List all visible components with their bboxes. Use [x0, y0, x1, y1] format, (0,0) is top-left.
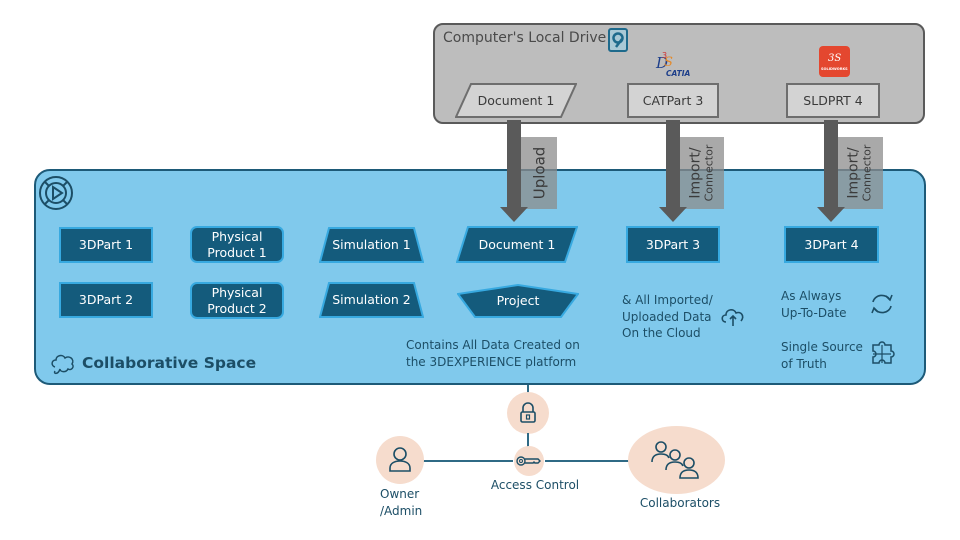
owner-admin-label: Owner /Admin	[372, 486, 440, 520]
hard-drive-icon	[608, 28, 628, 52]
item-label: 3DPart 4	[804, 236, 859, 252]
item-label-line2: Product 1	[207, 244, 267, 260]
import-connector-label-box-1: Import/ Connector	[680, 137, 724, 209]
owner-label-line1: Owner	[380, 487, 420, 501]
cloud-brain-icon	[50, 353, 76, 377]
lock-to-key-line	[527, 433, 529, 448]
upload-arrow-head	[500, 207, 528, 222]
catia-logo-text: CATIA	[666, 69, 691, 78]
upload-arrow-shaft	[507, 120, 521, 208]
item-label: 3DPart 1	[78, 237, 134, 252]
owner-label-line2: /Admin	[380, 504, 423, 518]
note-line: of Truth	[781, 356, 827, 371]
3dexperience-compass-icon[interactable]	[38, 175, 74, 211]
drive-file-catpart-3[interactable]: CATPart 3	[627, 83, 719, 118]
drive-file-label: SLDPRT 4	[803, 93, 863, 108]
note-line: As Always	[781, 289, 842, 303]
note-line: Contains All Data Created on	[406, 338, 580, 352]
lock-icon	[520, 402, 536, 423]
space-item-physical-product-2[interactable]: Physical Product 2	[190, 282, 284, 319]
key-node	[514, 446, 544, 476]
space-item-physical-product-1[interactable]: Physical Product 1	[190, 226, 284, 263]
item-label-line1: Physical	[211, 284, 263, 300]
access-control-label: Access Control	[490, 478, 580, 492]
space-to-lock-line	[527, 385, 529, 393]
space-item-document-1[interactable]: Document 1	[456, 226, 578, 263]
space-item-simulation-1[interactable]: Simulation 1	[319, 227, 424, 263]
upload-label-box: Upload	[521, 137, 557, 209]
collaborative-space-panel	[34, 169, 926, 385]
item-label: 3DPart 2	[78, 292, 134, 307]
space-item-3dpart-2[interactable]: 3DPart 2	[59, 282, 153, 318]
cloud-upload-icon	[720, 306, 746, 328]
space-item-simulation-2[interactable]: Simulation 2	[319, 282, 424, 318]
key-icon	[516, 456, 541, 466]
import-connector-label-box-2: Import/ Connector	[838, 137, 883, 209]
svg-text:S: S	[664, 55, 673, 70]
svg-text:3: 3	[662, 52, 667, 60]
space-item-3dpart-4[interactable]: 3DPart 4	[784, 226, 879, 263]
cloud-note: & All Imported/ Uploaded Data On the Clo…	[622, 292, 713, 342]
collaborators-node[interactable]	[628, 426, 725, 494]
drive-file-sldprt-4[interactable]: SLDPRT 4	[786, 83, 880, 118]
import-arrow-shaft-1	[666, 120, 680, 208]
owner-node[interactable]	[376, 436, 424, 484]
contains-note: Contains All Data Created on the 3DEXPER…	[406, 337, 580, 370]
note-line: & All Imported/	[622, 293, 713, 307]
item-label: 3DPart 3	[645, 236, 701, 252]
import-arrow-shaft-2	[824, 120, 838, 208]
sync-icon	[869, 292, 895, 316]
user-icon	[389, 447, 411, 472]
import-label: Import/	[845, 147, 862, 199]
item-label-line2: Product 2	[207, 300, 267, 316]
note-line: the 3DEXPERIENCE platform	[406, 354, 577, 369]
item-label: Document 1	[478, 236, 556, 252]
connector-label: Connector	[702, 144, 715, 202]
item-label: Project	[496, 293, 540, 308]
note-line: Uploaded Data	[622, 309, 712, 324]
item-label: Simulation 2	[332, 292, 411, 307]
item-label: Simulation 1	[332, 237, 411, 252]
solidworks-logo-icon: 3S SOLIDWORKS	[819, 46, 850, 77]
space-item-3dpart-1[interactable]: 3DPart 1	[59, 227, 153, 263]
upload-label: Upload	[530, 146, 548, 200]
note-line: Single Source	[781, 340, 863, 354]
svg-text:3S: 3S	[828, 53, 841, 64]
users-group-icon	[650, 441, 699, 479]
import-arrow-head-2	[817, 207, 845, 222]
up-to-date-note: As Always Up-To-Date	[781, 288, 847, 321]
key-to-collaborators-line	[545, 460, 631, 462]
space-item-project[interactable]: Project	[457, 284, 579, 318]
puzzle-icon	[870, 339, 898, 367]
svg-text:D: D	[655, 54, 668, 72]
lock-node	[507, 392, 549, 434]
owner-to-key-line	[423, 460, 513, 462]
connector-label: Connector	[860, 144, 874, 202]
import-arrow-head-1	[659, 207, 687, 222]
solidworks-logo-text: SOLIDWORKS	[821, 67, 848, 71]
collaborators-label: Collaborators	[639, 496, 721, 510]
local-drive-title: Computer's Local Drive	[443, 30, 607, 46]
drive-file-label: CATPart 3	[642, 93, 704, 108]
drive-file-label: Document 1	[477, 93, 555, 108]
note-line: On the Cloud	[622, 326, 701, 340]
drive-file-document-1[interactable]: Document 1	[455, 83, 577, 118]
space-item-3dpart-3[interactable]: 3DPart 3	[626, 226, 720, 263]
note-line: Up-To-Date	[781, 305, 847, 320]
single-source-note: Single Source of Truth	[781, 339, 863, 372]
collaborative-space-title: Collaborative Space	[82, 354, 257, 372]
import-label: Import/	[687, 147, 703, 199]
item-label-line1: Physical	[211, 228, 263, 244]
